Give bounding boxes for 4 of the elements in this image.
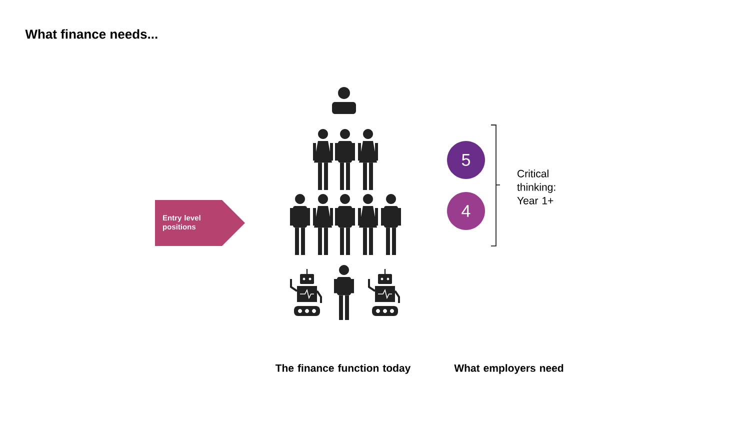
caption-text: What employers need — [454, 364, 564, 374]
title: What finance needs... — [25, 29, 158, 39]
caption-text: Critical thinking: Year 1+ — [517, 170, 556, 204]
caption-text: The finance function today — [275, 364, 411, 374]
